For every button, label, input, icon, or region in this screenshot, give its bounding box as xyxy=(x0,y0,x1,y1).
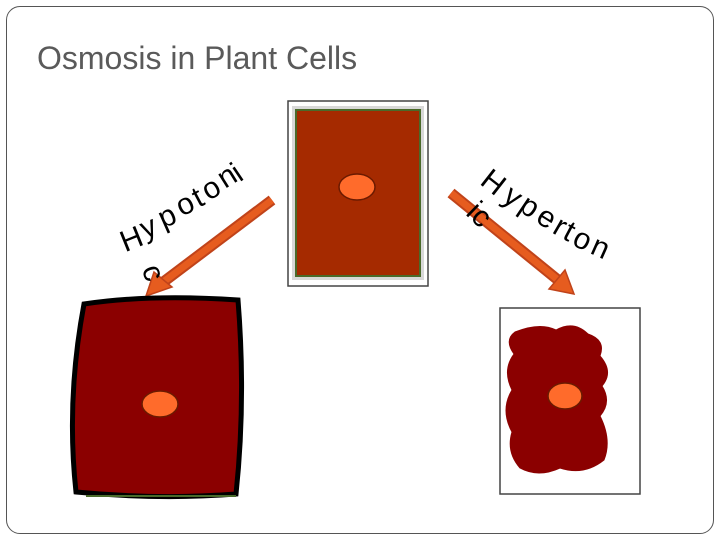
normal-cell xyxy=(287,100,429,287)
hypotonic-arrow xyxy=(144,195,276,298)
hypertonic-arrow xyxy=(447,188,576,296)
title-underline-mask xyxy=(30,70,450,80)
plasmolyzed-cell xyxy=(499,307,641,495)
plasmolyzed-cell-nucleus xyxy=(547,382,583,410)
turgid-cell xyxy=(69,295,245,500)
normal-cell-nucleus xyxy=(338,173,376,201)
turgid-cell-nucleus xyxy=(141,390,179,418)
